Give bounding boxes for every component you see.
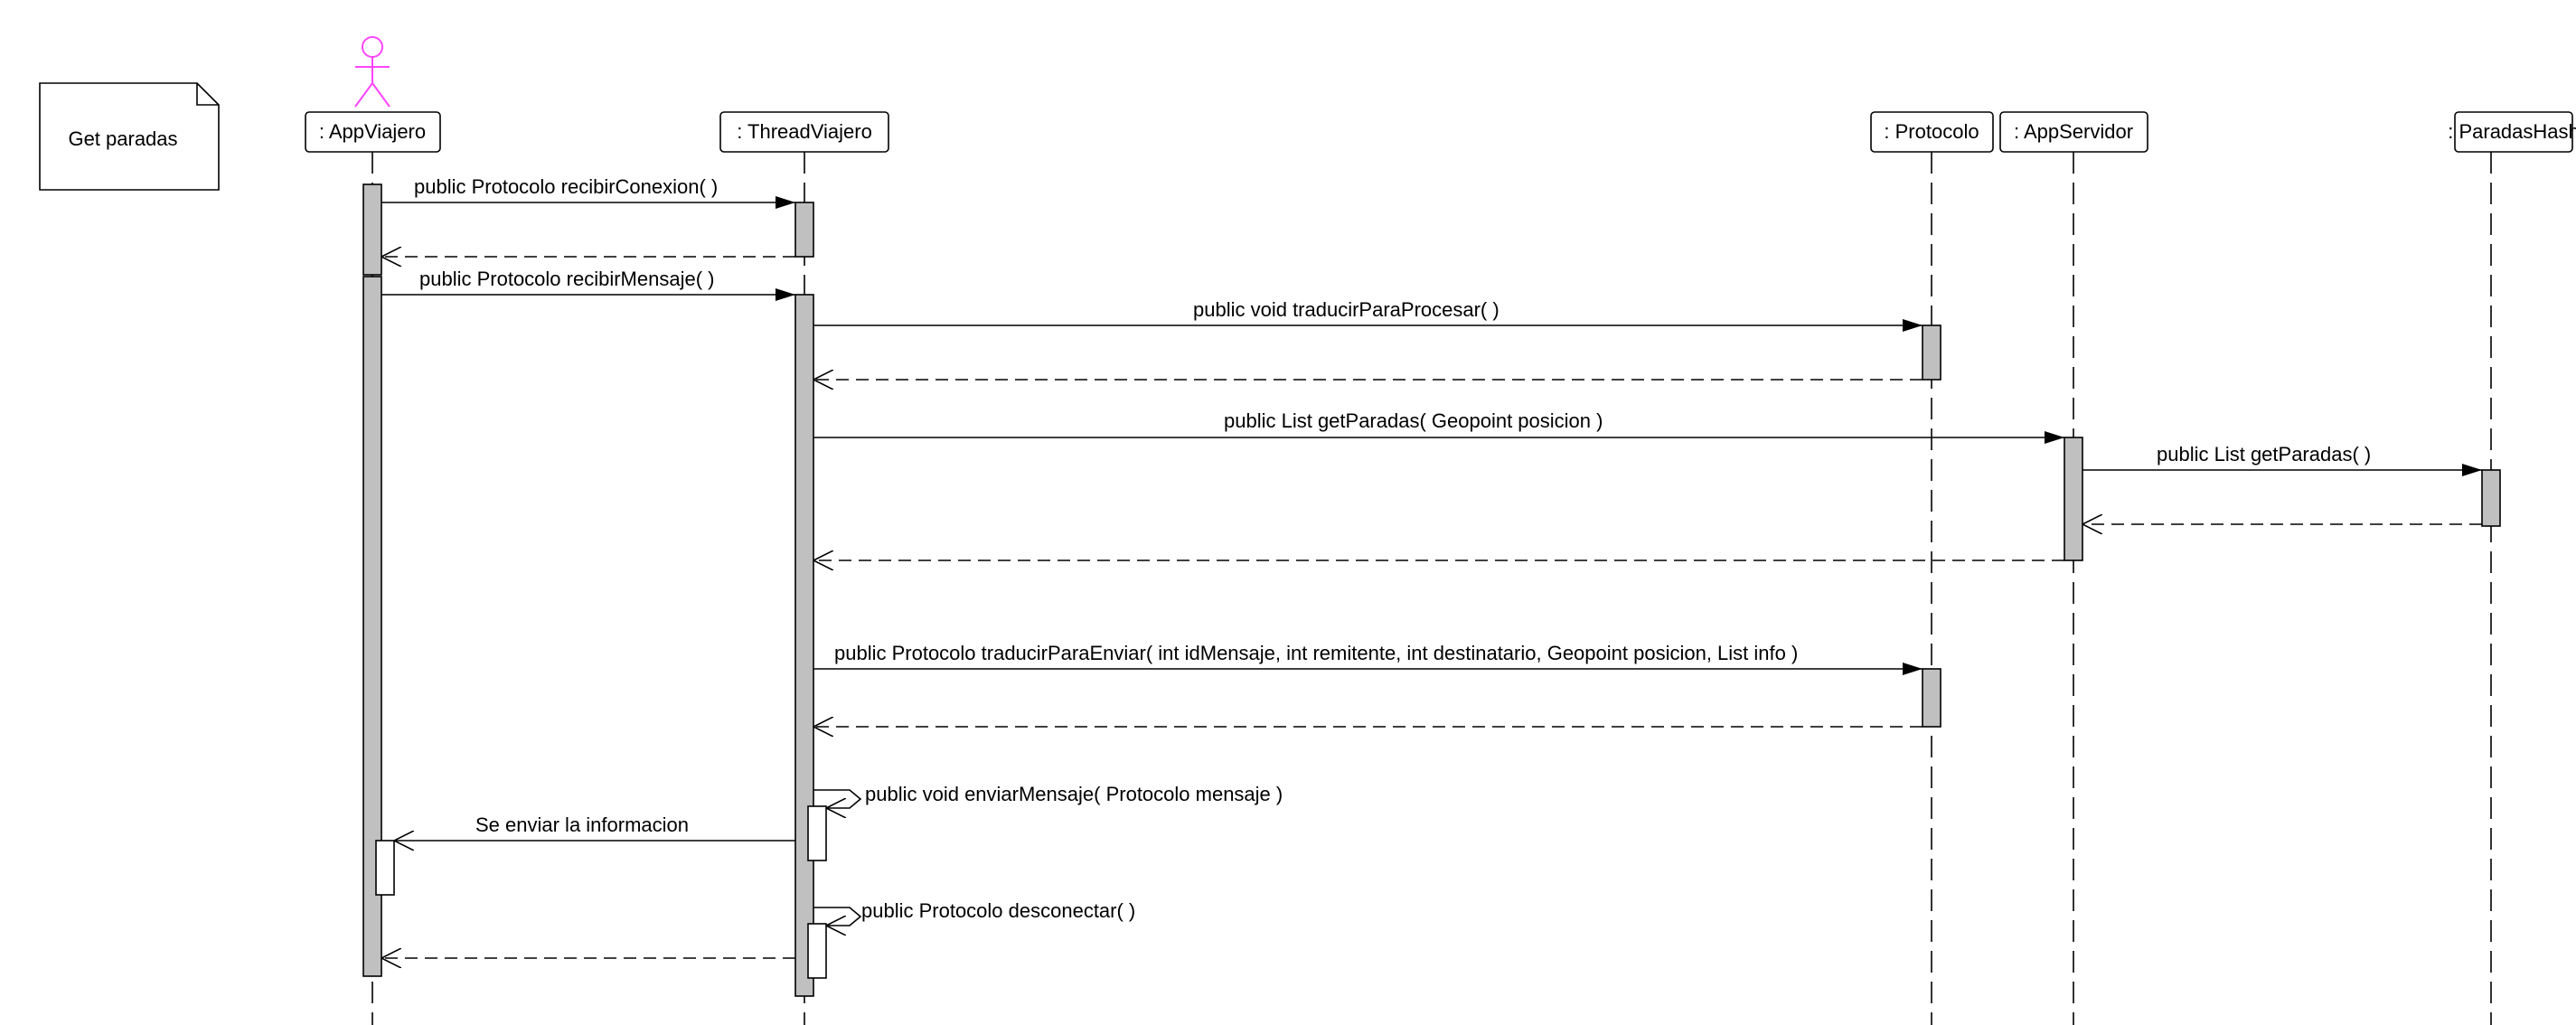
activation-protocolo — [1922, 668, 1941, 728]
activations — [362, 183, 2501, 997]
participant-paradashash: : ParadasHash — [2448, 111, 2576, 153]
message-label: public List getParadas( ) — [2157, 443, 2371, 465]
message-label: public void enviarMensaje( Protocolo men… — [865, 783, 1283, 805]
activation-appviajero — [362, 276, 382, 977]
activation-appviajero — [362, 183, 382, 276]
participant-protocolo: : Protocolo — [1870, 111, 1994, 153]
activation-threadviajero — [807, 923, 827, 979]
activation-threadviajero — [807, 805, 827, 861]
activation-paradashash — [2481, 469, 2501, 527]
participant-label: : AppViajero — [319, 120, 426, 143]
self-message-arrow — [813, 907, 862, 926]
activation-threadviajero — [794, 294, 814, 997]
activation-threadviajero — [794, 202, 814, 258]
participant-label: : Protocolo — [1884, 120, 1979, 143]
note-text: Get paradas — [68, 127, 177, 150]
message-label: public Protocolo desconectar( ) — [861, 899, 1135, 922]
message-label: public Protocolo recibirConexion( ) — [414, 175, 718, 198]
activation-appservidor — [2064, 437, 2083, 561]
message-label: public Protocolo traducirParaEnviar( int… — [834, 642, 1798, 664]
actor-icon — [354, 36, 390, 108]
participant-label: : ThreadViajero — [737, 120, 872, 143]
message-labels: public Protocolo recibirConexion( ) publ… — [414, 175, 2371, 922]
self-message-arrow — [813, 789, 862, 808]
participant-appservidor: : AppServidor — [1999, 111, 2148, 153]
participant-appviajero: : AppViajero — [305, 111, 441, 153]
message-label: public void traducirParaProcesar( ) — [1193, 298, 1500, 321]
participant-label: : ParadasHash — [2448, 120, 2576, 143]
participant-label: : AppServidor — [2014, 120, 2133, 143]
activation-protocolo — [1922, 324, 1941, 381]
message-label: Se enviar la informacion — [475, 813, 689, 836]
message-label: public Protocolo recibirMensaje( ) — [419, 268, 714, 290]
messages — [381, 196, 2482, 958]
note: Get paradas — [39, 82, 220, 191]
activation-appviajero — [375, 840, 395, 896]
message-label: public List getParadas( Geopoint posicio… — [1224, 409, 1603, 432]
participant-threadviajero: : ThreadViajero — [719, 111, 889, 153]
